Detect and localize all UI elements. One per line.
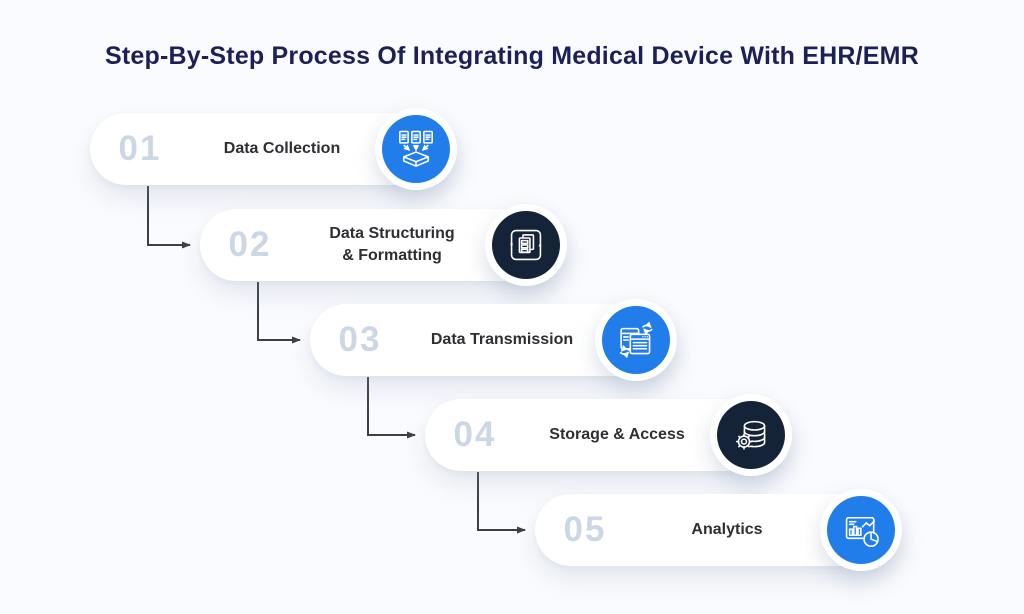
step-2-icon-ring	[485, 204, 567, 286]
step-3: 03 Data Transmission	[310, 299, 677, 381]
step-1-number: 01	[118, 129, 162, 168]
step-1-icon-ring	[375, 108, 457, 190]
step-4-number: 04	[453, 415, 497, 454]
step-5-number: 05	[563, 510, 607, 549]
step-1: 01 Data Collection	[90, 108, 457, 190]
arrow-step2-step3	[257, 282, 301, 344]
data-transmission-icon	[602, 306, 670, 374]
arrow-step1-step2	[147, 186, 191, 249]
data-structuring-formatting-icon	[492, 211, 560, 279]
step-5-label: Analytics	[691, 520, 763, 538]
data-collection-icon	[382, 115, 450, 183]
step-2-label: Data Structuring & Formatting	[329, 224, 455, 264]
step-1-label: Data Collection	[223, 139, 341, 157]
step-4-label: Storage & Access	[549, 425, 685, 443]
step-4-icon-ring	[710, 394, 792, 476]
arrow-step4-step5	[477, 472, 526, 534]
arrow-step3-step4	[367, 377, 416, 439]
step-3-icon-ring	[595, 299, 677, 381]
page-title: Step-By-Step Process Of Integrating Medi…	[105, 42, 919, 70]
step-2-number: 02	[228, 225, 272, 264]
step-3-number: 03	[338, 320, 382, 359]
step-2: 02 Data Structuring & Formatting	[200, 204, 567, 286]
storage-access-icon	[717, 401, 785, 469]
step-5-icon-ring	[820, 489, 902, 571]
step-3-label: Data Transmission	[430, 330, 574, 348]
step-4: 04 Storage & Access	[425, 394, 792, 476]
step-5: 05 Analytics	[535, 489, 902, 571]
analytics-icon	[827, 496, 895, 564]
